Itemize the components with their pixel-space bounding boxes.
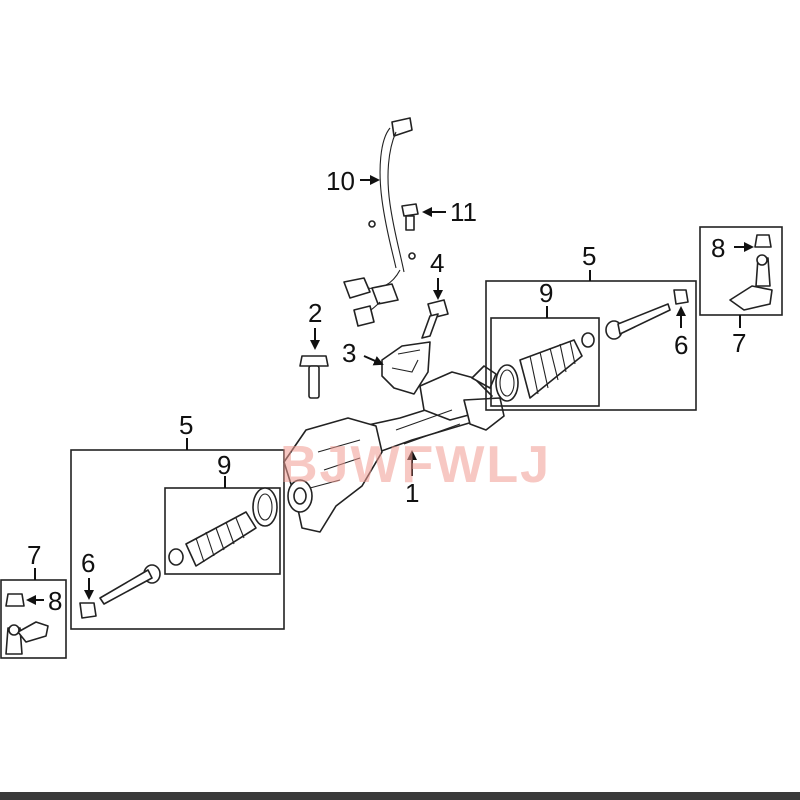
callout-10: 10	[326, 166, 355, 196]
watermark: BJWFWLJ	[280, 436, 551, 494]
nut-part-8-right	[754, 234, 772, 248]
nut-part-6-right	[673, 289, 689, 305]
callout-5-right: 5	[582, 241, 596, 271]
bottom-strip	[0, 792, 800, 800]
callout-6-right: 6	[674, 330, 688, 360]
callout-3: 3	[342, 338, 356, 368]
outer-tie-rod-end-part-7-right	[729, 254, 773, 311]
callout-7-left: 7	[27, 540, 41, 570]
inner-tie-rod-part-5-left	[99, 564, 161, 605]
nut-part-6-left	[79, 602, 97, 619]
kit-box-5-left	[70, 449, 285, 630]
callout-2: 2	[308, 298, 322, 328]
bracket-part-3	[381, 341, 431, 395]
leader-3	[363, 355, 384, 366]
bolt-part-2	[299, 355, 329, 399]
callout-8-left: 8	[48, 586, 62, 616]
bolt-part-11	[401, 203, 419, 231]
callout-9-left: 9	[217, 450, 231, 480]
bellows-boot-part-9-right	[495, 332, 595, 402]
callout-6-left: 6	[81, 548, 95, 578]
callout-4: 4	[430, 248, 444, 278]
callout-11: 11	[450, 197, 477, 227]
steering-gear-part-1	[283, 365, 505, 533]
bellows-boot-part-9-left	[168, 487, 278, 567]
callout-1: 1	[405, 478, 419, 508]
boot-box-9-right	[490, 317, 600, 407]
callout-7-right: 7	[732, 328, 746, 358]
callout-9-right: 9	[539, 278, 553, 308]
callout-5-left: 5	[179, 410, 193, 440]
callout-8-right: 8	[711, 233, 725, 263]
tie-rod-end-box-7-left	[0, 579, 67, 659]
outer-tie-rod-end-part-7-left	[5, 621, 49, 655]
wiring-harness-part	[343, 117, 416, 327]
boot-box-9-left	[164, 487, 281, 575]
inner-tie-rod-part-5-right	[605, 303, 671, 340]
bolt-part-4	[421, 299, 449, 339]
nut-part-8-left	[5, 593, 25, 607]
